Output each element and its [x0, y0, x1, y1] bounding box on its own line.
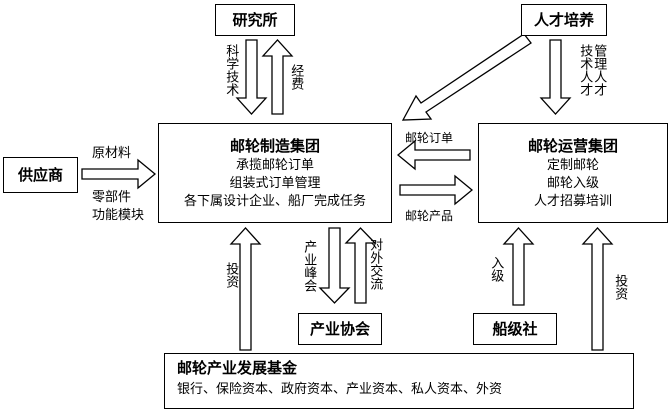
edge-label-cruise-product: 邮轮产品 — [405, 209, 454, 223]
edge-label-technical-talent: 技术人才 — [577, 44, 593, 96]
edge-label-industry-summit: 产业峰会 — [301, 240, 317, 292]
research-institute-node: 研究所 — [215, 4, 295, 36]
manufacturing-group-node: 邮轮制造集团 承揽邮轮订单 组装式订单管理 各下属设计企业、船厂完成任务 — [158, 123, 392, 223]
arrow-manufacturing-to-association — [318, 227, 351, 304]
supplier-label: 供应商 — [17, 165, 63, 184]
edge-label-function-modules: 功能模块 — [92, 208, 145, 223]
arrow-fund-to-operation — [581, 227, 614, 351]
edge-label-raw-materials: 原材料 — [92, 146, 132, 161]
operation-line: 邮轮入级 — [546, 175, 599, 191]
edge-label-components: 零部件 — [92, 190, 132, 205]
operation-line: 定制邮轮 — [546, 157, 599, 173]
arrow-product — [399, 174, 474, 206]
industry-association-label: 产业协会 — [309, 319, 370, 338]
talent-training-node: 人才培养 — [521, 4, 607, 36]
manufacturing-line: 组装式订单管理 — [229, 175, 321, 191]
edge-label-management-talent: 管理人才 — [591, 44, 607, 96]
manufacturing-line: 各下属设计企业、船厂完成任务 — [183, 193, 366, 209]
industry-association-node: 产业协会 — [298, 313, 382, 345]
edge-label-classification: 入级 — [488, 256, 504, 282]
arrow-order — [396, 139, 471, 171]
edge-label-external-exchange: 对外交流 — [367, 238, 383, 290]
classification-society-label: 船级社 — [492, 319, 538, 338]
talent-training-label: 人才培养 — [533, 10, 594, 29]
edge-label-funding: 经费 — [288, 64, 304, 90]
development-fund-node: 邮轮产业发展基金 银行、保险资本、政府资本、产业资本、私人资本、外资 — [164, 353, 634, 409]
arrow-talent-to-manufacturing — [401, 33, 532, 121]
development-fund-title: 邮轮产业发展基金 — [177, 359, 298, 377]
arrow-supplier-to-manufacturing — [81, 158, 157, 190]
edge-label-science-tech: 科学技术 — [223, 44, 239, 96]
arrow-association-to-manufacturing — [344, 227, 377, 304]
edge-label-investment-right: 投资 — [612, 274, 628, 300]
edge-label-investment-left: 投资 — [223, 262, 239, 288]
arrow-fund-to-manufacturing — [229, 227, 262, 351]
supplier-node: 供应商 — [3, 157, 78, 193]
operation-group-node: 邮轮运营集团 定制邮轮 邮轮入级 人才招募培训 — [478, 123, 668, 223]
research-institute-label: 研究所 — [232, 10, 278, 29]
arrow-manufacturing-to-research — [261, 39, 294, 115]
classification-society-node: 船级社 — [473, 313, 557, 345]
operation-group-title: 邮轮运营集团 — [527, 136, 618, 155]
arrow-talent-to-operation — [539, 39, 572, 115]
edge-label-cruise-order: 邮轮订单 — [405, 131, 454, 145]
manufacturing-group-title: 邮轮制造集团 — [229, 136, 320, 155]
manufacturing-line: 承揽邮轮订单 — [235, 157, 314, 173]
arrow-research-to-manufacturing — [235, 39, 268, 115]
operation-line: 人才招募培训 — [533, 193, 612, 209]
arrow-classification-to-operation — [502, 227, 535, 306]
development-fund-sources: 银行、保险资本、政府资本、产业资本、私人资本、外资 — [177, 382, 503, 397]
